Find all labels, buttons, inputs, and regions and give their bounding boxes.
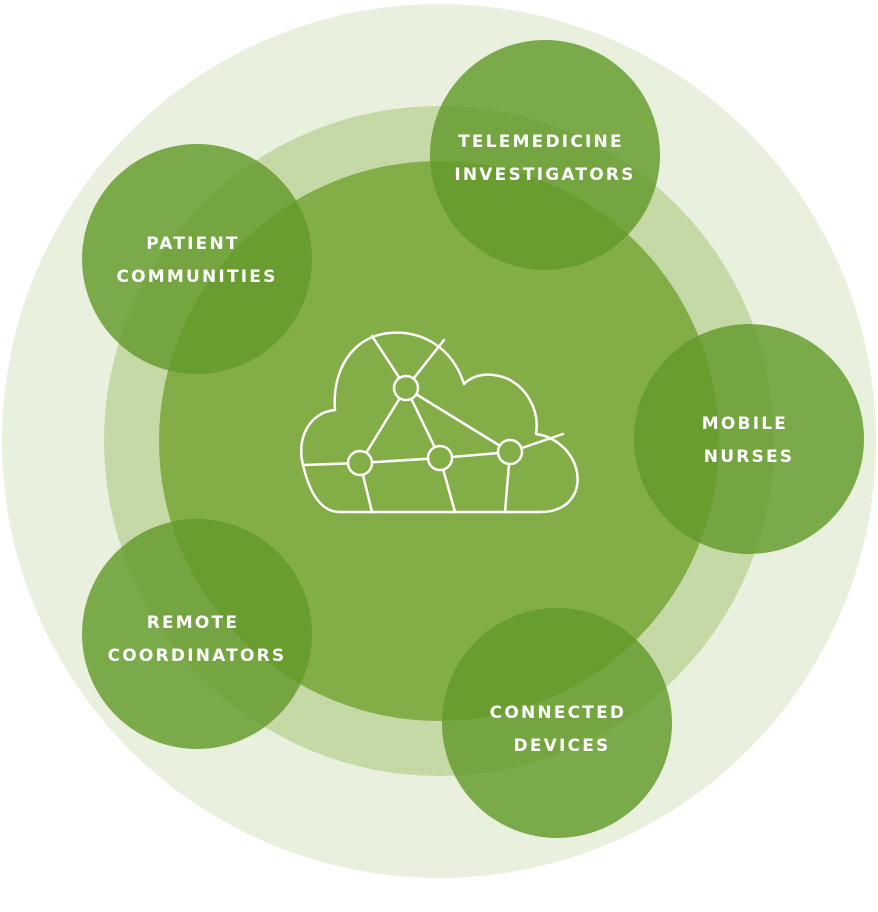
node-label-line: TELEMEDICINE <box>458 132 624 152</box>
cloud-network-icon <box>299 331 579 514</box>
node-telemedicine-investigators: TELEMEDICINE INVESTIGATORS <box>430 40 660 270</box>
node-patient-communities: PATIENT COMMUNITIES <box>82 144 312 374</box>
svg-text:CONNECTED DEVICES: CONNECTED DEVICES <box>490 703 635 756</box>
network-nodes <box>346 374 524 477</box>
node-label-line: COMMUNITIES <box>116 267 277 287</box>
node-label-line: NURSES <box>704 447 794 467</box>
svg-text:REMOTE COORDINATORS: REMOTE COORDINATORS <box>108 613 287 666</box>
svg-text:TELEMEDICINE INVESTIGATO: TELEMEDICINE INVESTIGATORS <box>454 132 635 185</box>
node-remote-coordinators: REMOTE COORDINATORS <box>82 519 312 749</box>
node-label-line: DEVICES <box>514 736 611 756</box>
cloud-outline <box>299 331 579 514</box>
node-label-line: COORDINATORS <box>108 646 287 666</box>
node-label-line: INVESTIGATORS <box>454 165 635 185</box>
node-label-line: PATIENT <box>146 234 240 254</box>
node-label-line: REMOTE <box>147 613 239 633</box>
node-label-line: MOBILE <box>702 414 788 434</box>
node-connected-devices: CONNECTED DEVICES <box>442 608 672 838</box>
node-mobile-nurses: MOBILE NURSES <box>634 324 864 554</box>
node-label-line: CONNECTED <box>490 703 627 723</box>
svg-text:MOBILE NURSES: MOBILE NURSES <box>702 414 796 467</box>
svg-text:PATIENT COMMUNITIES: PATIENT COMMUNITIES <box>116 234 277 287</box>
